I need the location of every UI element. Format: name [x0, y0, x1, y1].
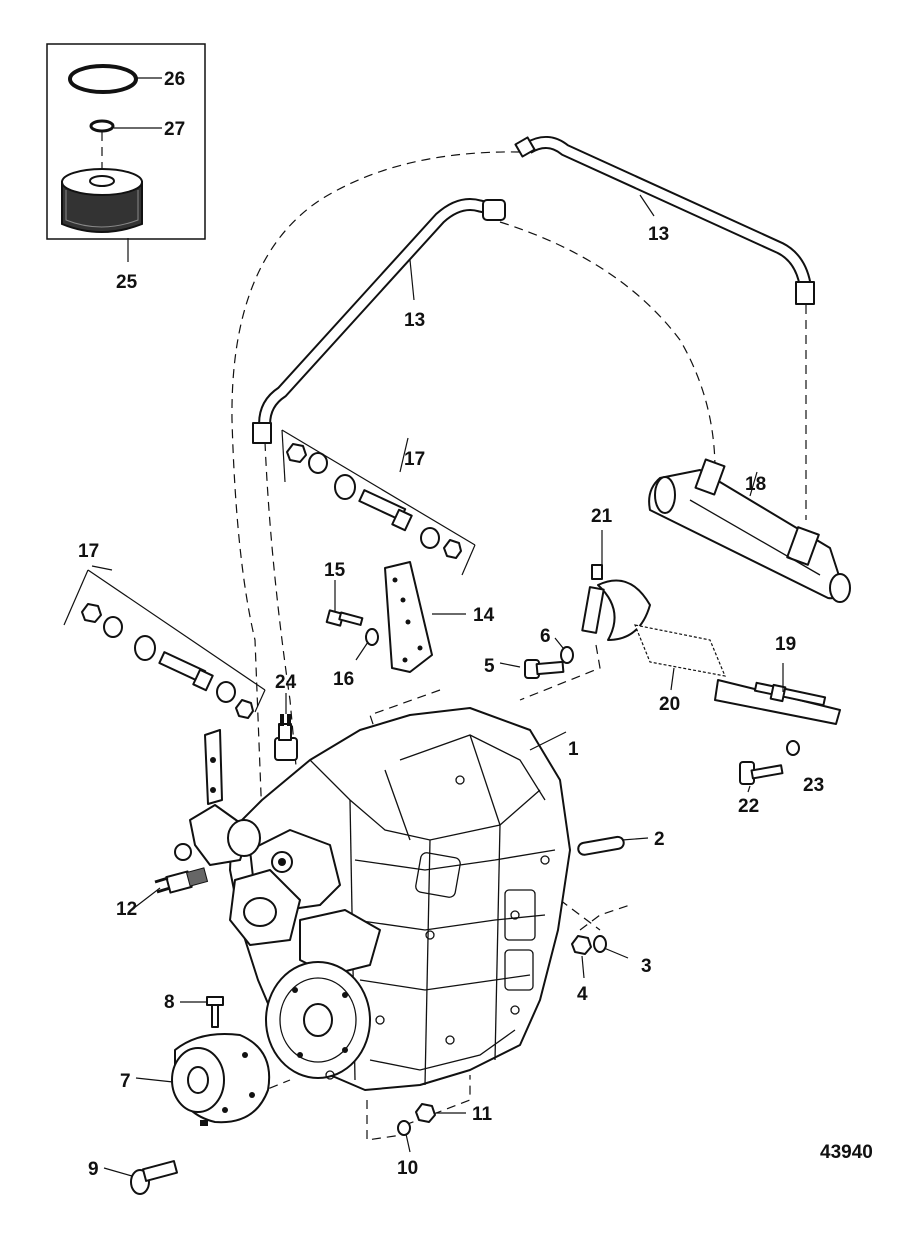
callout-5: 5 — [484, 656, 495, 677]
filter-kit-inset — [46, 43, 206, 240]
callout-7: 7 — [120, 1071, 131, 1092]
callout-17-lower: 17 — [78, 541, 99, 562]
mounting-plate-14 — [384, 561, 433, 673]
washer-6 — [560, 646, 574, 664]
mounting-hardware-kit-lower-17 — [63, 569, 266, 719]
callout-23: 23 — [803, 775, 824, 796]
callout-17-upper: 17 — [404, 449, 425, 470]
callout-13-upper: 13 — [648, 224, 669, 245]
callout-19: 19 — [775, 634, 796, 655]
callout-1: 1 — [568, 739, 579, 760]
dowel-pin-2 — [577, 835, 625, 856]
nut-11 — [415, 1103, 436, 1123]
callout-21: 21 — [591, 506, 613, 527]
callout-9: 9 — [88, 1159, 99, 1180]
callout-6: 6 — [540, 626, 551, 647]
oil-cooler-18 — [648, 458, 851, 603]
oil-cooler-hose-lower-13 — [252, 198, 506, 444]
callout-12: 12 — [116, 899, 137, 920]
callout-16: 16 — [333, 669, 354, 690]
callout-14: 14 — [473, 605, 495, 626]
washer-3 — [593, 935, 607, 953]
callout-20: 20 — [659, 694, 680, 715]
bolt-9 — [130, 1160, 179, 1195]
o-ring-26 — [68, 64, 138, 94]
callout-2: 2 — [654, 829, 665, 850]
callout-25: 25 — [116, 272, 138, 293]
isolator-pad-20 — [634, 624, 726, 677]
sensor-24 — [274, 714, 298, 761]
callout-26: 26 — [164, 69, 185, 90]
callout-8: 8 — [164, 992, 175, 1013]
callout-27: 27 — [164, 119, 185, 140]
callout-labels: 26 27 25 13 13 17 17 18 21 15 14 16 6 5 … — [78, 69, 873, 1180]
drive-coupler-7 — [171, 1033, 271, 1126]
callout-10: 10 — [397, 1158, 418, 1179]
callout-3: 3 — [641, 956, 652, 977]
leader-lines — [91, 77, 784, 1177]
callout-18: 18 — [745, 474, 766, 495]
oil-cooler-hose-upper-13 — [514, 136, 815, 305]
washer-23 — [786, 740, 800, 756]
transmission-housing-1 — [174, 707, 571, 1091]
snap-ring-27 — [89, 119, 115, 133]
set-screw-8 — [206, 996, 224, 1028]
callout-24: 24 — [275, 672, 297, 693]
nut-4 — [571, 935, 592, 955]
callout-4: 4 — [577, 984, 588, 1005]
callout-11: 11 — [472, 1104, 493, 1125]
filter-element-25 — [61, 168, 143, 233]
mounting-hardware-kit-upper-17 — [281, 429, 476, 576]
bolt-5 — [524, 659, 565, 679]
bolt-15 — [325, 609, 364, 627]
washer-10 — [397, 1120, 411, 1136]
washer-16 — [365, 628, 379, 646]
callout-15: 15 — [324, 560, 346, 581]
bolt-22 — [739, 761, 784, 785]
callout-22: 22 — [738, 796, 759, 817]
temperature-switch-12 — [154, 867, 209, 894]
callout-13-lower: 13 — [404, 310, 425, 331]
cooler-bracket-19 — [714, 679, 841, 725]
figure-number: 43940 — [820, 1142, 873, 1163]
